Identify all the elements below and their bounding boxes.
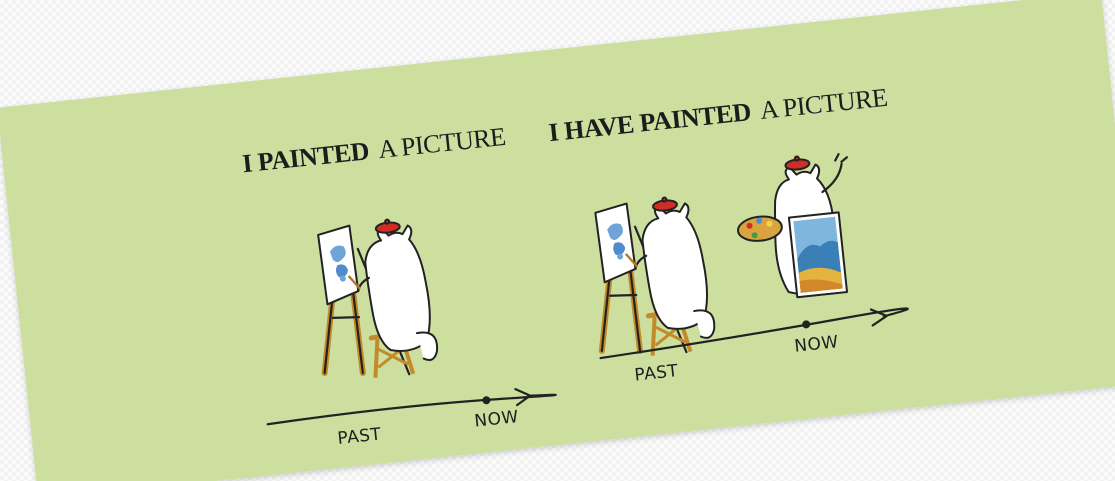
past-label: PAST: [634, 361, 680, 385]
timeline-arrow-line: [599, 307, 909, 360]
arrow-head-icon: [514, 388, 532, 407]
cat-with-finished-painting: [737, 152, 849, 299]
timeline: PAST NOW: [599, 307, 909, 386]
now-marker-dot: [802, 320, 811, 329]
now-label: NOW: [473, 407, 519, 432]
panel-past-simple: I PAINTED A PICTURE PAST NOW: [241, 122, 557, 449]
now-label: NOW: [793, 332, 839, 357]
past-label: PAST: [337, 424, 383, 448]
now-marker-dot: [482, 396, 491, 405]
timeline: PAST NOW: [266, 388, 557, 449]
arrow-head-icon: [869, 308, 888, 327]
